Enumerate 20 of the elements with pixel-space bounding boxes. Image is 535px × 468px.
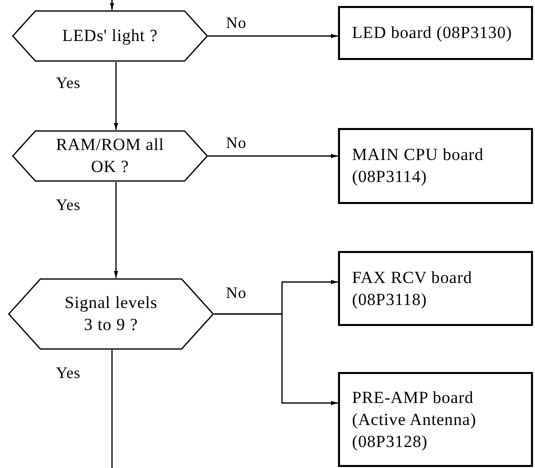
connector-arrow — [214, 313, 338, 406]
decision-text: LEDs' light ? — [62, 25, 158, 47]
box-text: LED board (08P3130) — [352, 22, 512, 44]
connector-arrow — [110, 0, 114, 10]
connector-arrow — [114, 62, 118, 130]
connector-arrow — [208, 34, 338, 38]
process-box — [338, 251, 533, 326]
connector-arrow — [114, 182, 118, 278]
decision-hexagon — [12, 10, 208, 62]
connector-arrow — [208, 154, 338, 158]
process-box — [338, 128, 533, 204]
box-text: MAIN CPU board (08P3114) — [352, 144, 485, 188]
decision-hexagon — [8, 278, 214, 350]
box-text: PRE-AMP board (Active Antenna) (08P3128) — [352, 386, 478, 452]
decision-text: RAM/ROM all OK ? — [54, 134, 166, 178]
box-text: FAX RCV board (08P3118) — [352, 266, 474, 310]
process-box — [338, 372, 533, 467]
decision-hexagon — [12, 130, 208, 182]
decision-text: Signal levels 3 to 9 ? — [64, 292, 158, 336]
process-box — [338, 6, 533, 60]
